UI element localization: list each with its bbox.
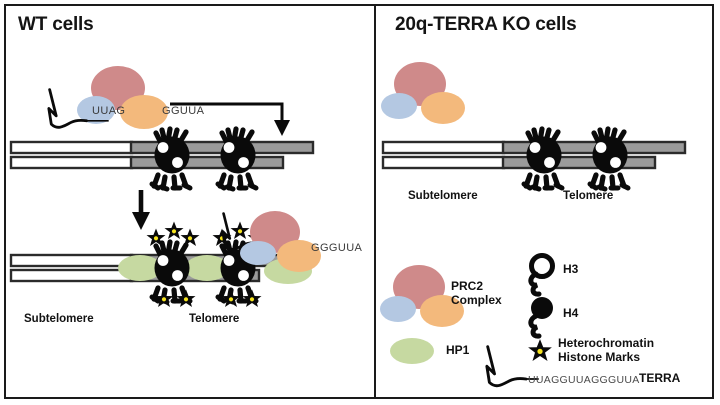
prc2-complex-ko-free [381,62,465,124]
prc2-complex-wt-top [77,66,168,129]
hp1-ellipse-1 [118,255,162,281]
legend-label-marks-line2: Histone Marks [558,349,641,364]
wt-top-chromosome [9,129,315,189]
wt-bottom-chromosome [9,221,312,307]
nucleosome-wt-bottom-1 [152,242,190,302]
legend-label-terra: TERRA [639,371,681,385]
legend-label-prc2-line2: Complex [451,292,502,307]
nucleosome-wt-top-1 [152,129,190,189]
label-subtelomere-ko: Subtelomere [408,190,478,202]
nucleosome-ko-2 [590,129,628,189]
process-arrow-down [132,190,150,230]
legend-label-heterochromatin: Heterochromatin Histone Marks [558,336,655,364]
recruitment-arrow [170,102,290,136]
legend-label-h3: H3 [563,262,579,276]
legend-hp1-icon [390,338,434,364]
legend-terra-sequence: UUAGGUUAGGGUUA [528,374,640,386]
nucleosome-wt-top-2 [218,129,256,189]
legend-prc2-icon [380,265,464,327]
label-subtelomere-wt: Subtelomere [24,313,94,325]
prc2-orange-ellipse [120,95,168,129]
label-telomere-wt: Telomere [189,313,240,325]
legend-label-marks-line1: Heterochromatin [558,336,655,350]
legend-terra-rna-icon [485,345,539,388]
figure-border [4,4,714,399]
legend-histone-h4-icon [528,297,553,339]
hp1-ellipse-2 [185,255,229,281]
prc2-complex-wt-bottom [240,211,321,272]
label-telomere-ko: Telomere [563,190,614,202]
terra-rna-wt-top [47,88,109,129]
rna-sequence-left: UUAG [92,105,126,117]
panel-divider [374,6,376,397]
legend-histone-h3-icon [528,253,555,297]
legend-label-h4: H4 [563,306,579,320]
legend-label-prc2: PRC2 Complex [451,279,502,307]
nucleosome-ko-1 [524,129,562,189]
ko-chromosome [381,129,687,189]
panel-title-wt: WT cells [18,14,94,35]
legend-label-prc2-line1: PRC2 [451,279,484,293]
rna-sequence-right: GGUUA [162,105,205,117]
panel-title-ko: 20q-TERRA KO cells [395,14,577,35]
rna-sequence-bottom: GGGUUA [311,242,363,254]
legend-label-hp1: HP1 [446,343,470,357]
legend-heterochromatin-star-icon [528,339,552,361]
prc2-blue-ellipse [77,96,115,124]
